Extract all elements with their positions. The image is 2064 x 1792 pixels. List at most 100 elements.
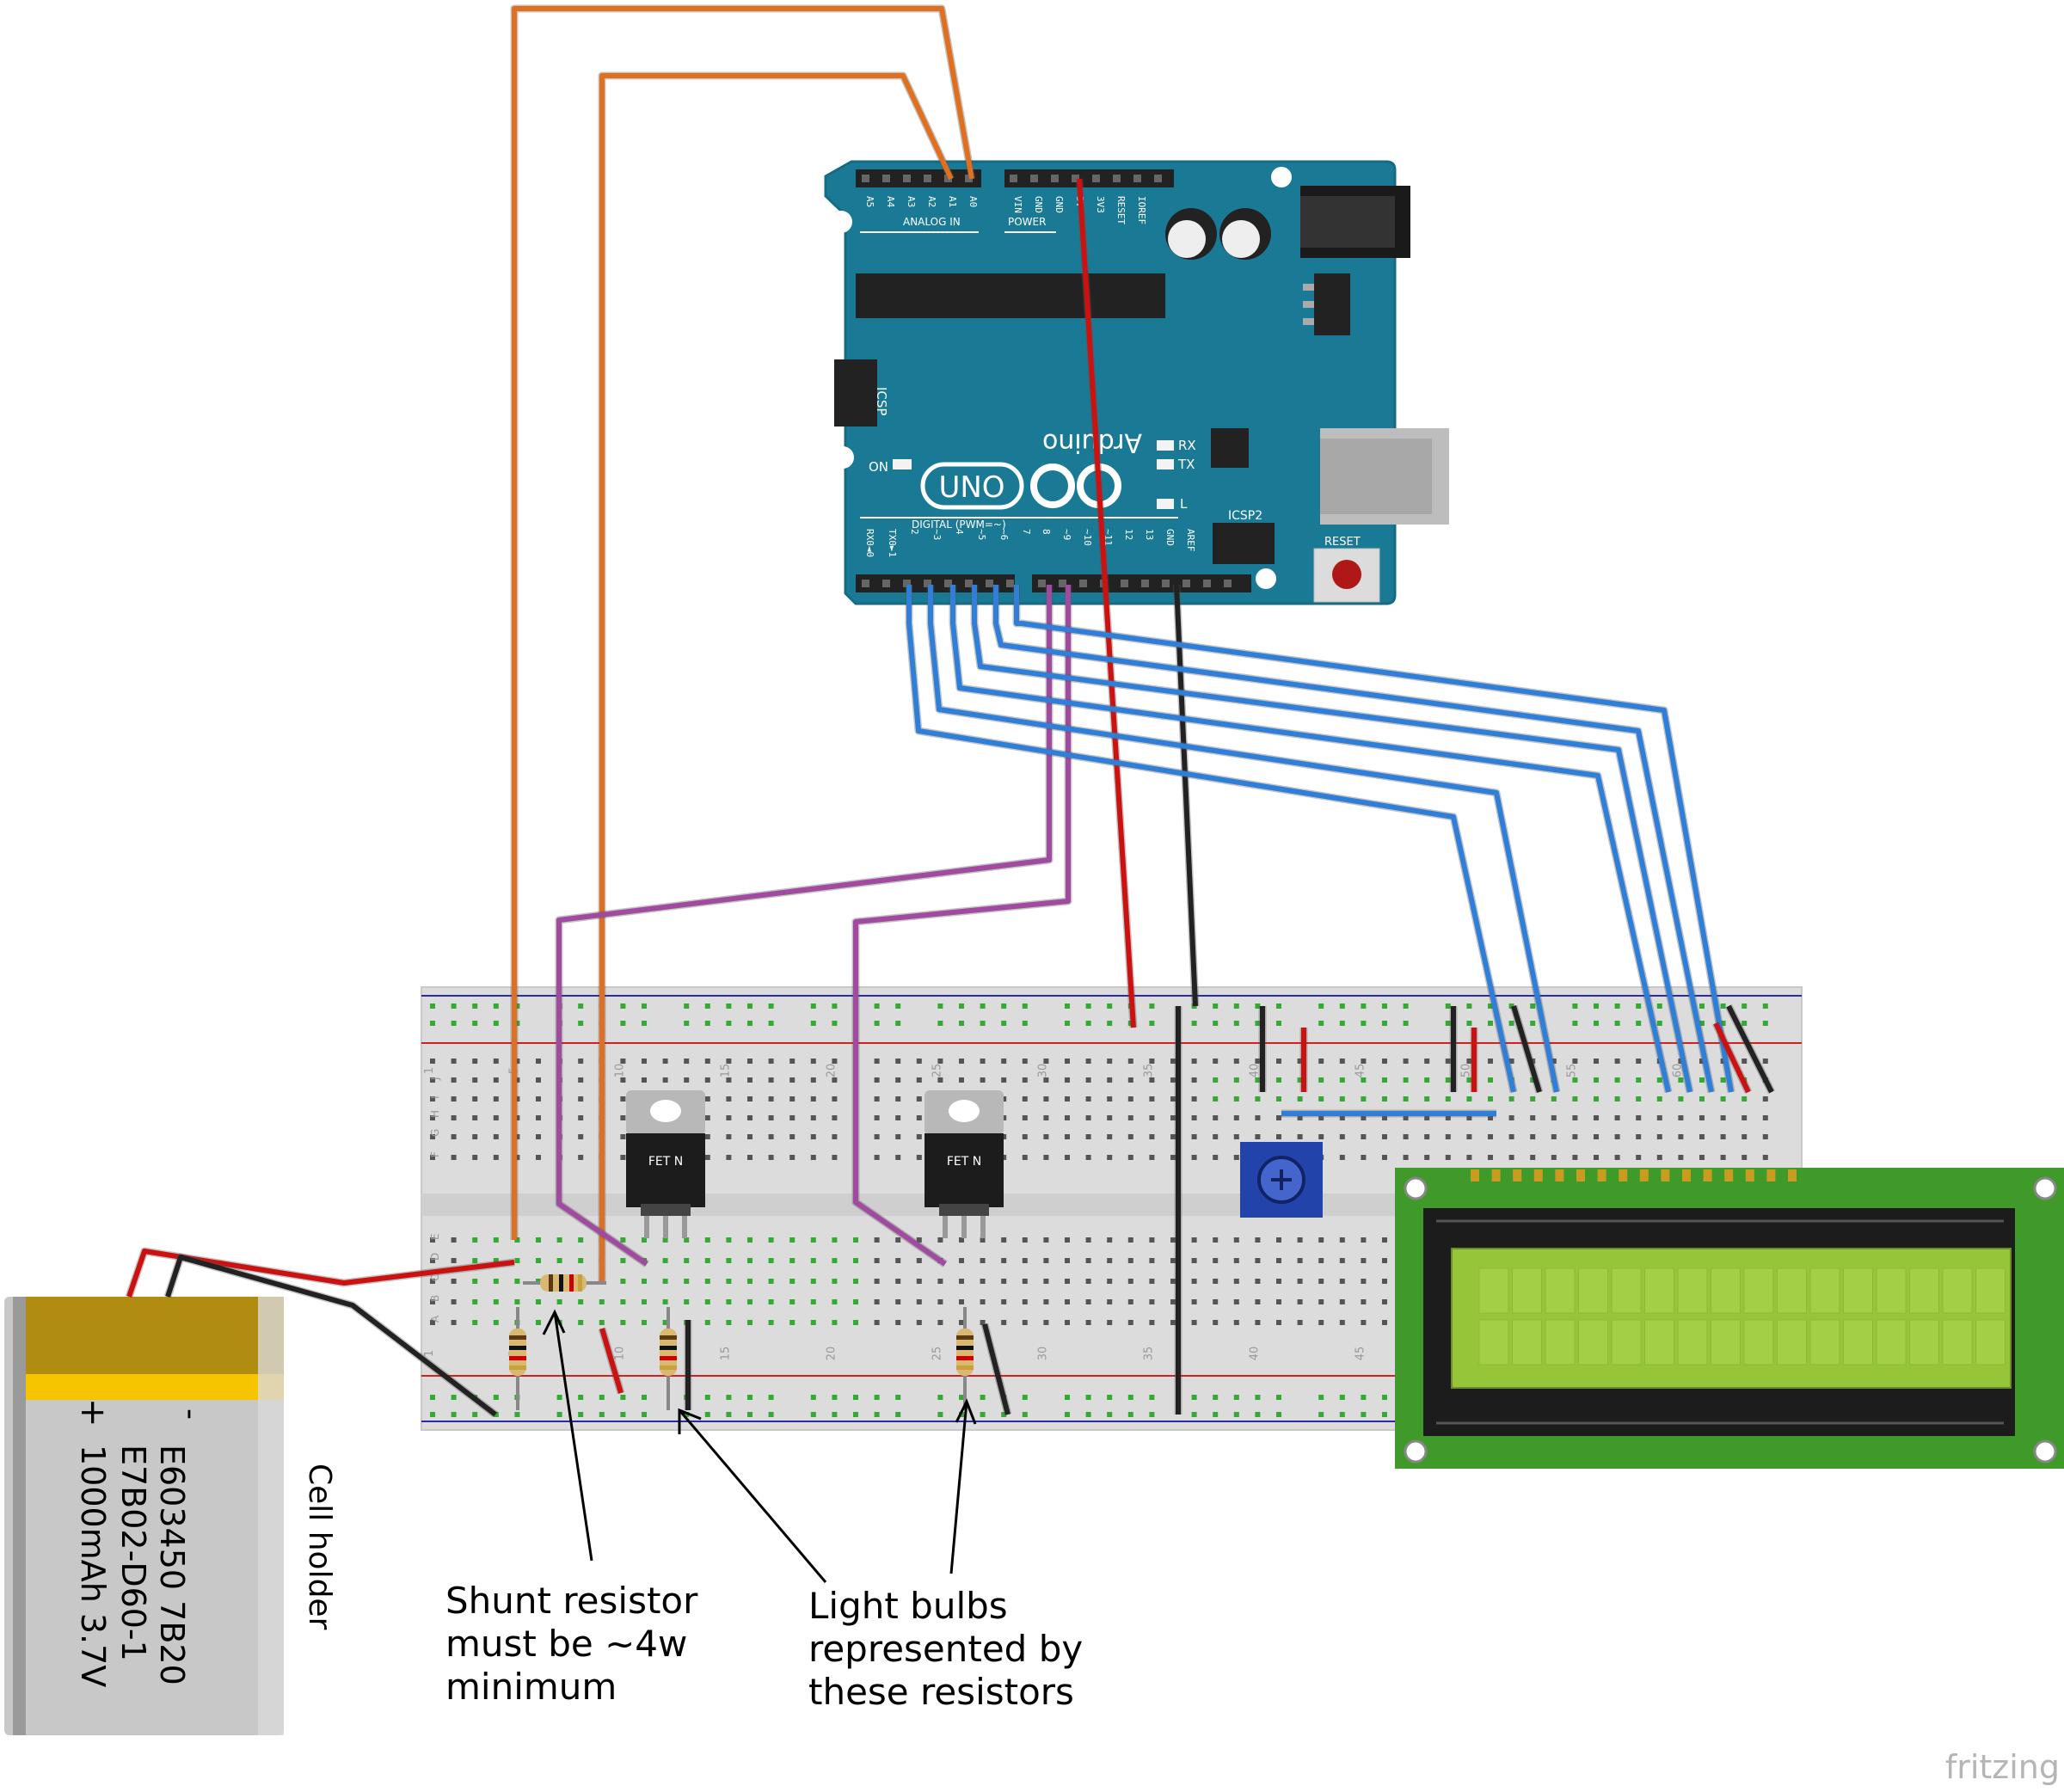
- breadboard-hole: [747, 1237, 752, 1243]
- header-pin: [1059, 580, 1066, 587]
- column-number-label: 30: [1036, 1347, 1049, 1361]
- lcd-char-cell: [1711, 1267, 1741, 1314]
- jumper-black: [1511, 1005, 1542, 1093]
- reset-button-cap[interactable]: [1332, 560, 1361, 589]
- breadboard-hole: [789, 1115, 796, 1120]
- breadboard-hole: [937, 1320, 943, 1325]
- rail-hole: [1339, 1395, 1345, 1400]
- breadboard-hole: [1594, 1096, 1599, 1102]
- rail-hole: [1065, 1021, 1070, 1026]
- breadboard-hole: [472, 1115, 478, 1120]
- breadboard-hole: [684, 1059, 690, 1064]
- breadboard-hole: [472, 1134, 478, 1139]
- rail-hole: [1382, 1412, 1387, 1417]
- breadboard-hole: [1022, 1299, 1028, 1304]
- row-letter-label: C: [429, 1274, 441, 1281]
- breadboard-hole: [1361, 1279, 1367, 1284]
- lcd-display: [1395, 1168, 2064, 1469]
- breadboard-hole: [768, 1258, 774, 1263]
- breadboard-hole: [1636, 1115, 1642, 1120]
- breadboard-hole: [1339, 1134, 1345, 1139]
- rail-hole: [1445, 1003, 1451, 1009]
- rail-hole: [1085, 1395, 1091, 1400]
- breadboard-hole: [1614, 1115, 1620, 1120]
- rail-hole: [1022, 1021, 1028, 1026]
- breadboard-hole: [514, 1096, 520, 1102]
- rail-hole: [1085, 1412, 1091, 1417]
- breadboard-hole: [747, 1279, 752, 1284]
- tx-led-label: TX: [1177, 457, 1195, 472]
- rail-hole: [726, 1021, 732, 1026]
- breadboard-hole: [430, 1237, 435, 1243]
- breadboard-hole: [1614, 1077, 1620, 1083]
- wire-lcd-data-3: [972, 585, 1692, 1093]
- rail-hole: [1022, 1003, 1028, 1009]
- lcd-character-cells: [1478, 1267, 2006, 1365]
- breadboard-hole: [1170, 1237, 1176, 1243]
- breadboard-hole: [1107, 1237, 1113, 1243]
- rail-hole: [642, 1021, 647, 1026]
- breadboard-hole: [980, 1258, 986, 1263]
- breadboard-hole: [430, 1258, 435, 1263]
- breadboard-hole: [1065, 1258, 1070, 1263]
- breadboard-hole: [1656, 1096, 1662, 1102]
- breadboard-hole: [1022, 1155, 1028, 1160]
- breadboard-hole: [1572, 1134, 1578, 1139]
- column-number-label: 30: [1036, 1064, 1049, 1078]
- breadboard-hole: [1233, 1279, 1239, 1284]
- breadboard-hole: [1127, 1096, 1133, 1102]
- header-pin: [903, 175, 911, 182]
- battery-line2: E7B02-D60-1: [114, 1445, 152, 1661]
- breadboard-hole: [1445, 1096, 1451, 1102]
- rail-hole: [493, 1412, 499, 1417]
- rail-hole: [1065, 1412, 1070, 1417]
- breadboard-hole: [1213, 1299, 1219, 1304]
- breadboard-hole: [810, 1134, 816, 1139]
- digital-pin-label: RX0◄0: [864, 529, 875, 557]
- column-number-label: 1: [423, 1067, 436, 1074]
- breadboard-hole: [1339, 1237, 1345, 1243]
- rail-hole: [642, 1412, 647, 1417]
- breadboard-hole: [536, 1059, 541, 1064]
- rail-hole: [1530, 1003, 1536, 1009]
- breadboard-hole: [1318, 1299, 1324, 1304]
- column-number-label: 45: [1354, 1347, 1367, 1361]
- header-pin: [944, 580, 952, 587]
- breadboard-hole: [684, 1077, 690, 1083]
- header-pin: [1121, 580, 1128, 587]
- breadboard-hole: [1445, 1115, 1451, 1120]
- breadboard-hole: [768, 1059, 774, 1064]
- breadboard-hole: [747, 1320, 752, 1325]
- wire-pin8: [556, 585, 1052, 1267]
- rail-hole: [1572, 1021, 1578, 1026]
- rail-hole: [1572, 1003, 1578, 1009]
- lcd-char-cell: [1975, 1319, 2006, 1365]
- breadboard-hole: [642, 1237, 647, 1243]
- breadboard-hole: [1339, 1059, 1345, 1064]
- breadboard-hole: [1339, 1155, 1345, 1160]
- shunt-arrow-line: [553, 1311, 593, 1562]
- breadboard-hole: [1065, 1155, 1070, 1160]
- wire-lcd-data-0: [906, 585, 1516, 1093]
- breadboard-hole: [1043, 1155, 1049, 1160]
- breadboard-hole: [493, 1279, 499, 1284]
- breadboard-hole: [1233, 1258, 1239, 1263]
- breadboard-hole: [853, 1299, 858, 1304]
- breadboard-hole: [810, 1059, 816, 1064]
- bulb-arrow-line-2: [949, 1401, 968, 1574]
- breadboard-hole: [1255, 1299, 1261, 1304]
- rail-hole: [768, 1412, 774, 1417]
- battery-line1: E603450 7B20: [153, 1445, 191, 1685]
- breadboard-hole: [472, 1258, 478, 1263]
- wire-pin9: [853, 585, 1071, 1267]
- breadboard-hole: [1424, 1077, 1430, 1083]
- breadboard-hole: [451, 1320, 457, 1325]
- usb-chip: [1211, 428, 1249, 468]
- breadboard-hole: [451, 1059, 457, 1064]
- lcd-char-cell: [1478, 1319, 1509, 1365]
- rail-hole: [768, 1021, 774, 1026]
- arrow-head-icon: [955, 1398, 977, 1425]
- power-pin-label: 3V3: [1095, 196, 1106, 213]
- breadboard-hole: [1276, 1134, 1281, 1139]
